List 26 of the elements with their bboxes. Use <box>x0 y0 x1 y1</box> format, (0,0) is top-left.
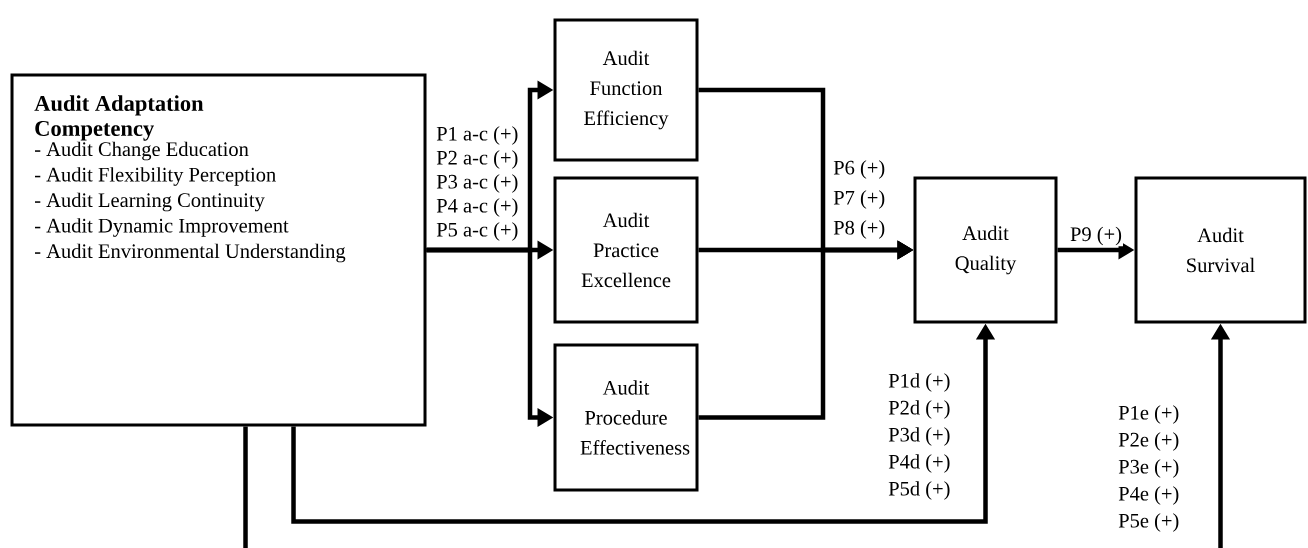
path-label: P4e (+) <box>1118 486 1179 505</box>
path-label: P7 (+) <box>833 190 885 209</box>
concept-box: Audit Practice Excellence <box>553 176 699 324</box>
path-label: P2 a-c (+) <box>436 150 518 169</box>
path-label: P6 (+) <box>833 160 885 179</box>
path-label: P5d (+) <box>888 481 950 500</box>
concept-box: Audit Survival <box>1134 176 1307 324</box>
path-label: P4d (+) <box>888 454 950 473</box>
path-label: P1 a-c (+) <box>436 126 518 145</box>
path-label: P2d (+) <box>888 400 950 419</box>
concept-box <box>10 73 427 427</box>
edge-label: P9 (+) <box>1070 226 1122 246</box>
concept-text: Audit Adaptation Competency - Audit Change Education - Audit Flexibility Perception - Audit Learning Continuity - Audit Dynamic Improvement - Audit Environmental Understanding <box>34 95 346 263</box>
path-label: P5e (+) <box>1118 513 1179 532</box>
path-label: P2e (+) <box>1118 432 1179 451</box>
path-label: P5 a-c (+) <box>436 222 518 241</box>
concept-box: Audit Function Efficiency <box>553 18 699 162</box>
path-label: P8 (+) <box>833 220 885 239</box>
path-label: P1e (+) <box>1118 405 1179 424</box>
concept-box: Audit Quality <box>913 176 1058 324</box>
path-label: P3 a-c (+) <box>436 174 518 193</box>
concept-box: Audit Procedure Effectiveness <box>553 343 699 492</box>
path-label: P4 a-c (+) <box>436 198 518 217</box>
path-label: P3e (+) <box>1118 459 1179 478</box>
path-label: P1d (+) <box>888 373 950 392</box>
path-label: P3d (+) <box>888 427 950 446</box>
